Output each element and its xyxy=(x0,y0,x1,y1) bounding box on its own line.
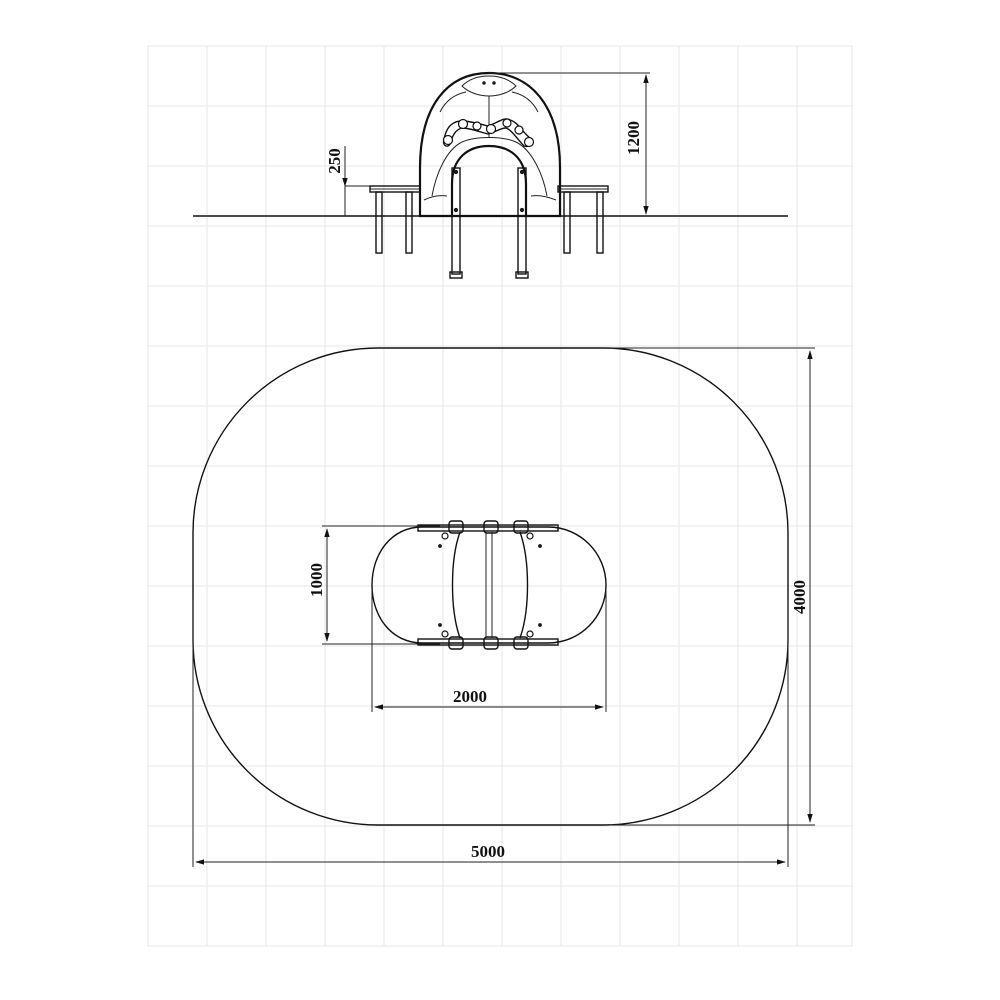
dimension-label-2000: 2000 xyxy=(453,687,487,706)
background-grid xyxy=(147,45,853,947)
dimension-label-5000: 5000 xyxy=(471,842,505,861)
dimension-safety-width: 4000 xyxy=(610,347,815,826)
arch-panel xyxy=(418,71,562,218)
left-bench xyxy=(369,185,421,254)
equipment-top-view xyxy=(371,520,607,650)
climbing-holds xyxy=(442,118,535,148)
dimension-label-1000: 1000 xyxy=(307,563,326,597)
dimension-equipment-width: 1000 xyxy=(307,525,440,645)
dimension-equipment-length: 2000 xyxy=(371,590,607,712)
plan-view: 4000 5000 xyxy=(192,347,815,867)
dimension-label-1200: 1200 xyxy=(624,121,643,155)
dimension-bench-height: 250 xyxy=(325,146,370,216)
dimension-label-4000: 4000 xyxy=(790,580,809,614)
elevation-view: 250 1200 xyxy=(193,71,788,279)
safety-zone xyxy=(192,347,789,826)
dimension-safety-length: 5000 xyxy=(192,600,789,867)
right-bench xyxy=(557,185,609,254)
dimension-total-height: 1200 xyxy=(489,72,650,215)
arch-legs xyxy=(449,167,529,279)
dimension-label-250: 250 xyxy=(325,148,344,174)
